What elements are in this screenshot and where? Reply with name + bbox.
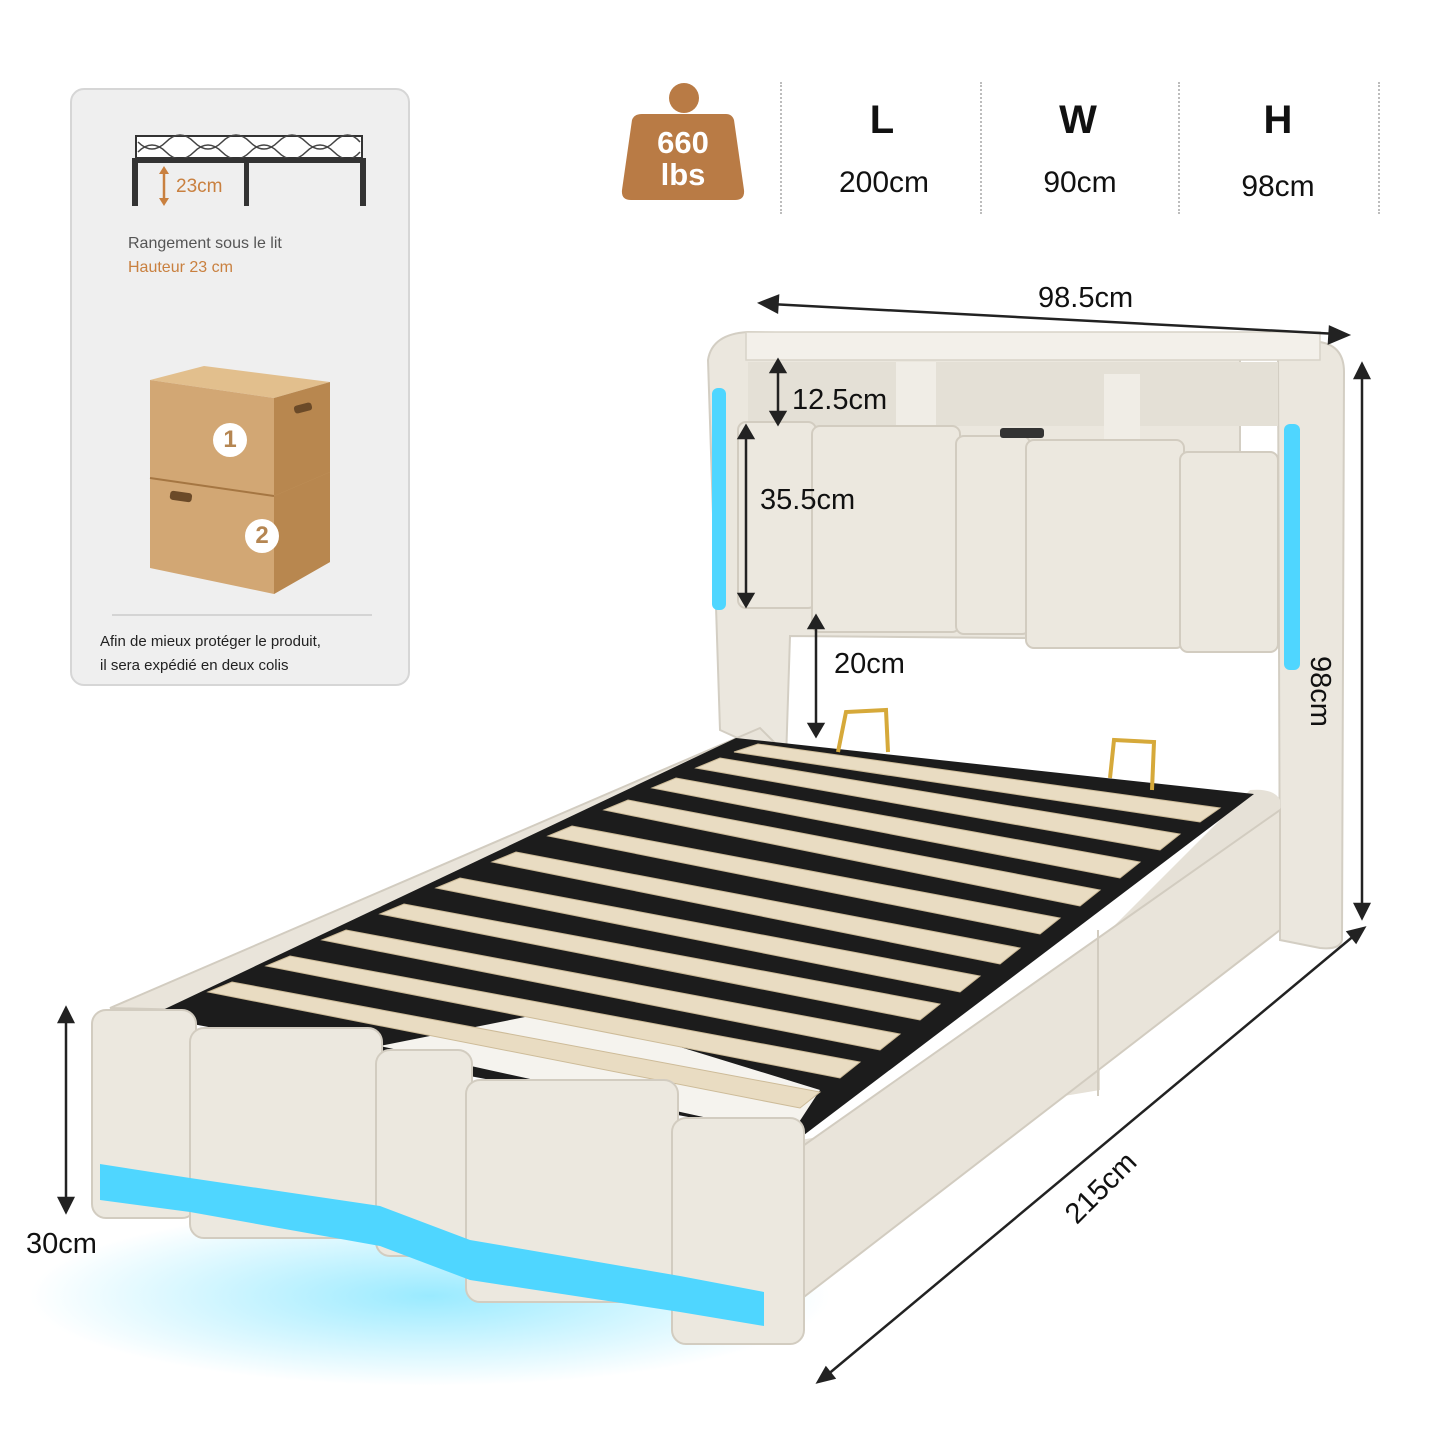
shipping-boxes-illustration bbox=[149, 366, 330, 594]
usb-port bbox=[1000, 428, 1044, 438]
dimension-arrows bbox=[56, 294, 1372, 1384]
headboard-led-right bbox=[1284, 424, 1300, 670]
height-value: 98cm bbox=[1241, 170, 1315, 203]
panel-divider bbox=[112, 614, 372, 616]
length-letter: L bbox=[869, 98, 895, 142]
shipping-note-line1: Afin de mieux protéger le produit, bbox=[100, 633, 321, 650]
weight-value: 660 bbox=[657, 125, 709, 160]
storage-height: Hauteur 23 cm bbox=[128, 259, 233, 276]
headboard-cushion bbox=[1179, 451, 1279, 653]
spec-separator bbox=[1178, 82, 1180, 214]
shipping-note-line2: il sera expédié en deux colis bbox=[100, 657, 289, 674]
clearance-label: 23cm bbox=[176, 176, 223, 197]
headboard-shelf bbox=[748, 362, 1278, 426]
footboard-led bbox=[100, 1164, 764, 1326]
headboard-cushion bbox=[811, 425, 961, 633]
weight-unit: lbs bbox=[660, 157, 706, 192]
headboard-cushion bbox=[955, 435, 1031, 635]
total-height-label: 98cm bbox=[1304, 656, 1336, 727]
headboard-width-label: 98.5cm bbox=[1038, 282, 1134, 314]
headboard-clearance-label: 20cm bbox=[834, 648, 905, 680]
width-letter: W bbox=[1059, 98, 1097, 142]
box-2-number: 2 bbox=[255, 522, 269, 549]
spec-separator bbox=[780, 82, 782, 214]
weight-capacity-icon bbox=[621, 83, 745, 200]
frame-height-label: 30cm bbox=[26, 1228, 97, 1260]
headboard-cushion bbox=[1025, 439, 1185, 649]
lift-handle bbox=[1108, 737, 1157, 791]
length-value: 200cm bbox=[838, 166, 930, 199]
under-bed-clearance-diagram bbox=[132, 134, 366, 206]
box-1-badge bbox=[213, 423, 247, 457]
box-1-number: 1 bbox=[223, 426, 237, 453]
spec-separator bbox=[1378, 82, 1380, 214]
side-rail bbox=[800, 789, 1280, 1180]
lift-handle bbox=[836, 707, 890, 753]
shelf-height-label: 12.5cm bbox=[792, 384, 888, 416]
shelf-divider bbox=[896, 362, 936, 426]
box-2-badge bbox=[245, 519, 279, 553]
wooden-slats bbox=[206, 743, 1222, 1109]
spec-separator bbox=[980, 82, 982, 214]
headboard-led-left bbox=[712, 388, 726, 610]
height-letter: H bbox=[1263, 98, 1293, 142]
storage-info-panel: 23cm Rangement sous le lit Hauteur 23 cm… bbox=[70, 88, 410, 686]
headboard-top-shelf bbox=[745, 331, 1321, 361]
shelf-divider bbox=[1104, 374, 1140, 446]
headboard-panel-height-label: 35.5cm bbox=[760, 484, 856, 516]
width-value: 90cm bbox=[1043, 166, 1117, 199]
storage-title: Rangement sous le lit bbox=[128, 235, 282, 252]
